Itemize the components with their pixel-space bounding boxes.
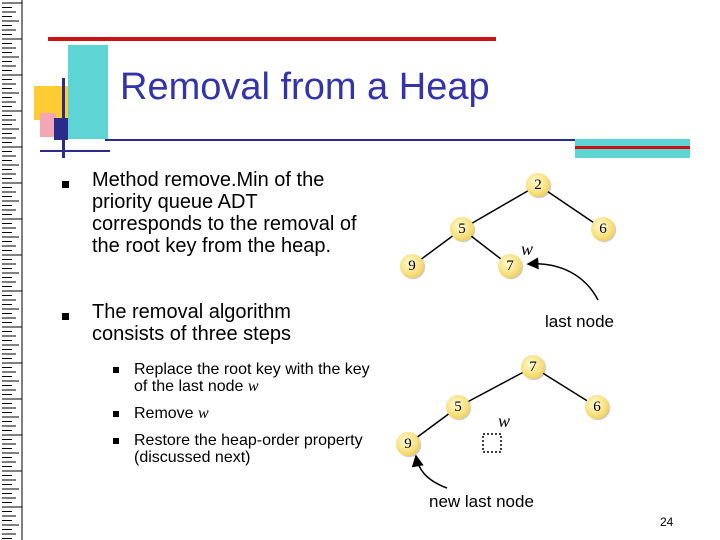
tree-node: 6 [591, 217, 615, 241]
bullet-text-2: The removal algorithm consists of three … [92, 301, 291, 345]
tree-node: 9 [400, 254, 424, 278]
arrow-new-last-node [411, 454, 448, 489]
w-label: w [498, 411, 511, 431]
edge2-root-left [457, 366, 534, 408]
title-hline [40, 150, 110, 152]
sub-bullet-2-text: Remove [134, 405, 199, 422]
variable-w: w [198, 405, 209, 422]
arrow-last-node [526, 257, 599, 301]
sub-bullet-1: Replace the root key with the key of the… [134, 361, 384, 395]
tree-node: 5 [450, 217, 474, 241]
tree-node-new-last: 9 [396, 432, 420, 456]
bullet-text-1: Method remove.Min of the priority queue … [92, 169, 357, 257]
sub-bullet-marker [113, 367, 119, 373]
title-block-pink [40, 113, 56, 137]
sub-bullet-3: Restore the heap-order property (discuss… [134, 432, 363, 466]
title-block-teal [68, 45, 108, 139]
ruler-decoration [2, 0, 23, 540]
sub-bullet-1-text: Replace the root key with the key of the… [134, 361, 370, 395]
tree-node: 5 [446, 395, 470, 419]
title-vline [62, 78, 65, 158]
edge-root-left [461, 184, 539, 230]
rule-red [575, 146, 690, 149]
page-number: 24 [660, 515, 674, 529]
slide-title: Removal from a Heap [120, 66, 490, 108]
sub-bullet-marker [113, 411, 119, 417]
sub-bullet-marker [113, 438, 119, 444]
w-label: w [521, 239, 534, 259]
tree-node-root: 7 [521, 355, 545, 379]
rule-left [105, 139, 575, 141]
tree-node-last: 7 [498, 254, 522, 278]
new-last-node-caption: new last node [429, 492, 534, 511]
variable-w: w [247, 378, 259, 395]
tree-node: 6 [585, 395, 609, 419]
removed-node-placeholder [482, 433, 502, 453]
title-bar-red [48, 37, 496, 41]
tree-node-root: 2 [526, 173, 550, 197]
bullet-marker [62, 181, 69, 188]
last-node-caption: last node [545, 312, 614, 331]
bullet-marker [62, 313, 69, 320]
sub-bullet-2: Remove w [134, 405, 384, 422]
